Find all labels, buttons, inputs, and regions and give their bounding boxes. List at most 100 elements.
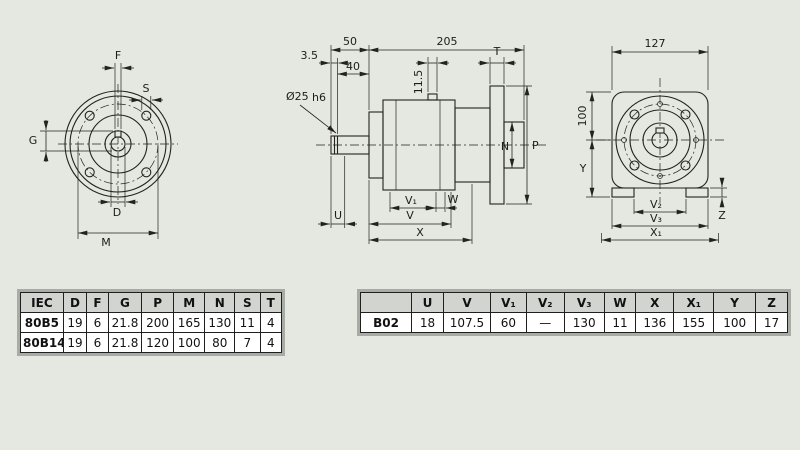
dim-X1: X₁ <box>601 226 719 243</box>
value-cell: 7 <box>234 332 261 353</box>
dim-N: N <box>501 122 515 168</box>
shaft-diameter-label: Ø25 <box>286 90 309 103</box>
value-cell: 100 <box>713 312 757 333</box>
header-cell-v1: V₁ <box>490 292 527 313</box>
dim-V1: V₁ <box>390 194 436 211</box>
header-cell-z: Z <box>755 292 788 313</box>
gearbox-dimension-table: U V V₁ V₂ V₃ W X X₁ Y Z B02 18 107.5 60 … <box>357 289 791 336</box>
value-cell: 200 <box>141 312 174 333</box>
value-cell: 17 <box>755 312 788 333</box>
dim-M: M <box>77 146 159 249</box>
header-cell-f: F <box>86 292 109 313</box>
dim-X: X <box>369 226 472 243</box>
motor-body <box>611 91 709 189</box>
table-row-b02: B02 18 107.5 60 — 130 11 136 155 100 17 <box>359 312 788 333</box>
dim-Y: Y <box>579 140 610 198</box>
dim-F: F <box>102 49 134 129</box>
header-cell-x1: X₁ <box>673 292 715 313</box>
header-cell-v2: V₂ <box>525 292 565 313</box>
row-label: B02 <box>359 312 413 333</box>
dim-label-t: T <box>493 45 501 58</box>
dim-50: 50 <box>331 35 369 53</box>
dim-W: W <box>424 193 459 211</box>
dim-D: D <box>98 147 138 219</box>
dim-3-5: 3.5 <box>301 49 349 66</box>
dim-label-127: 127 <box>645 37 666 50</box>
dim-V2: V₂ <box>633 198 687 215</box>
value-cell: 120 <box>141 332 174 353</box>
dim-label-50: 50 <box>343 35 357 48</box>
iec-flange-table: IEC D F G P M N S T 80B5 19 6 21.8 200 1… <box>17 289 285 356</box>
dim-label-g: G <box>29 134 38 147</box>
value-cell: 6 <box>86 312 109 333</box>
end-view: 127 100 Y V₂ V₃ X₁ <box>576 37 727 243</box>
header-cell-g: G <box>107 292 143 313</box>
header-cell-v3: V₃ <box>563 292 605 313</box>
shaft-fit-label: h6 <box>312 91 326 104</box>
top-extension-lines <box>330 45 525 134</box>
dim-label-v2: V₂ <box>650 198 662 211</box>
dim-label-d: D <box>113 206 121 219</box>
header-cell-n: N <box>204 292 236 313</box>
dim-G: G <box>29 120 113 162</box>
value-cell: 4 <box>259 332 283 353</box>
keyway <box>655 127 665 134</box>
value-cell: 100 <box>172 332 206 353</box>
header-cell-x: X <box>635 292 675 313</box>
dim-label-n: N <box>501 140 509 153</box>
value-cell: 165 <box>172 312 206 333</box>
keyway <box>114 130 122 138</box>
dim-label-x: X <box>416 226 424 239</box>
header-cell-iec: IEC <box>20 292 64 313</box>
flange-bolt-holes <box>621 101 699 179</box>
output-flange <box>489 85 525 205</box>
dim-label-v1: V₁ <box>405 194 417 207</box>
value-cell: 21.8 <box>107 312 143 333</box>
header-cell-w: W <box>603 292 637 313</box>
table-header-row: U V V₁ V₂ V₃ W X X₁ Y Z <box>359 292 788 313</box>
mounting-feet <box>611 187 709 198</box>
table-header-row: IEC D F G P M N S T <box>20 292 283 313</box>
table-row-80b5: 80B5 19 6 21.8 200 165 130 11 4 <box>20 312 283 333</box>
value-cell: 19 <box>62 312 88 333</box>
dim-11-5: 11.5 <box>412 57 449 94</box>
side-view: 50 205 3.5 40 11.5 <box>286 35 546 244</box>
dim-label-100: 100 <box>576 106 589 127</box>
flange-circles <box>64 90 172 198</box>
value-cell: — <box>525 312 565 333</box>
centerlines <box>596 78 724 203</box>
shaft-diameter-callout: Ø25 h6 <box>286 90 337 134</box>
value-cell: 4 <box>259 312 283 333</box>
dim-label-z: Z <box>718 209 726 222</box>
dim-label-3-5: 3.5 <box>301 49 319 62</box>
dim-V3: V₃ <box>611 199 709 229</box>
value-cell: 155 <box>673 312 715 333</box>
value-cell: 19 <box>62 332 88 353</box>
dim-label-11-5: 11.5 <box>412 70 425 95</box>
header-cell-blank <box>359 292 413 313</box>
dim-S: S <box>129 82 163 110</box>
dim-label-x1: X₁ <box>650 226 662 239</box>
dim-label-v: V <box>406 209 414 222</box>
header-cell-u: U <box>411 292 444 313</box>
row-label: 80B14 <box>20 332 64 353</box>
bottom-extension-lines <box>330 156 473 244</box>
row-label: 80B5 <box>20 312 64 333</box>
value-cell: 80 <box>204 332 236 353</box>
dim-label-m: M <box>101 236 111 249</box>
value-cell: 18 <box>411 312 444 333</box>
dim-205: 205 <box>369 35 524 53</box>
gearbox-housing <box>368 93 491 191</box>
bolt-holes <box>84 110 152 178</box>
header-cell-t: T <box>259 292 283 313</box>
dim-P: P <box>506 85 539 205</box>
value-cell: 136 <box>635 312 675 333</box>
value-cell: 130 <box>204 312 236 333</box>
header-cell-d: D <box>62 292 88 313</box>
header-cell-s: S <box>234 292 261 313</box>
dim-label-f: F <box>115 49 121 62</box>
value-cell: 107.5 <box>442 312 492 333</box>
dim-label-p: P <box>532 139 539 152</box>
dim-label-205: 205 <box>437 35 458 48</box>
